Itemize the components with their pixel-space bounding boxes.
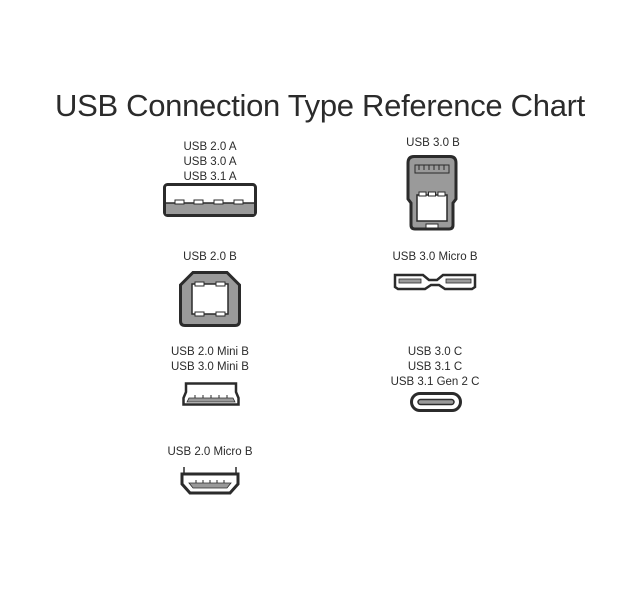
usb-3-b-connector-icon: [406, 155, 458, 231]
label-usb-c: USB 3.0 C USB 3.1 C USB 3.1 Gen 2 C: [370, 345, 500, 390]
label-usb-3-b: USB 3.0 B: [373, 136, 493, 151]
label-usb-3-micro-b: USB 3.0 Micro B: [370, 250, 500, 265]
usb-3-micro-b-connector-icon: [393, 273, 477, 291]
label-line: USB 3.1 A: [183, 171, 237, 183]
label-line: USB 3.0 Mini B: [171, 361, 249, 373]
label-line: USB 2.0 A: [183, 141, 237, 153]
label-usb-2-b: USB 2.0 B: [150, 250, 270, 265]
label-usb-a: USB 2.0 A USB 3.0 A USB 3.1 A: [150, 140, 270, 185]
label-usb-mini-b: USB 2.0 Mini B USB 3.0 Mini B: [150, 345, 270, 375]
label-line: USB 2.0 Mini B: [171, 346, 249, 358]
label-line: USB 3.0 Micro B: [392, 251, 478, 263]
label-usb-2-micro-b: USB 2.0 Micro B: [150, 445, 270, 460]
usb-mini-b-connector-icon: [182, 382, 240, 406]
label-line: USB 3.1 Gen 2 C: [390, 376, 480, 388]
chart-title: USB Connection Type Reference Chart: [54, 88, 585, 123]
usb-c-connector-icon: [410, 392, 462, 412]
label-line: USB 2.0 B: [183, 251, 237, 263]
label-line: USB 3.0 C: [407, 346, 463, 358]
label-line: USB 3.0 B: [406, 137, 460, 149]
label-line: USB 2.0 Micro B: [167, 446, 253, 458]
usb-a-connector-icon: [163, 183, 257, 217]
label-line: USB 3.0 A: [183, 156, 237, 168]
usb-2-micro-b-connector-icon: [180, 467, 240, 495]
usb-2-b-connector-icon: [179, 271, 241, 327]
label-line: USB 3.1 C: [407, 361, 463, 373]
